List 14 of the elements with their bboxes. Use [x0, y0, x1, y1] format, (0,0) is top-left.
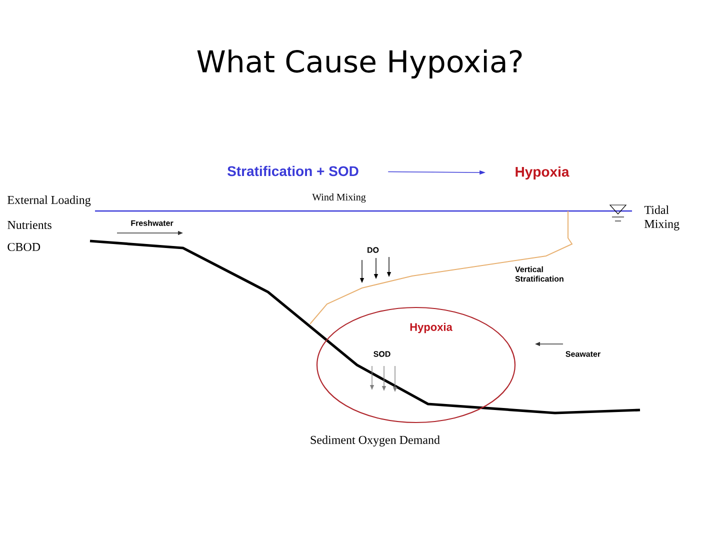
process-label: DO — [368, 247, 379, 253]
process-label: SOD — [374, 351, 390, 357]
side-note: External Loading — [8, 196, 91, 206]
flow-label: Seawater — [566, 351, 600, 357]
heading-text: Stratification + SOD — [227, 166, 358, 176]
result-text: Hypoxia — [516, 166, 570, 180]
surface-label: Wind Mixing — [312, 193, 366, 203]
flow-label: Freshwater — [131, 220, 174, 226]
title: What Cause Hypoxia? — [197, 49, 522, 79]
layer-label: Vertical Stratification — [515, 266, 564, 282]
side-note: Nutrients — [8, 220, 52, 230]
caption-text: Sediment Oxygen Demand — [310, 436, 440, 446]
side-note: CBOD — [8, 242, 40, 252]
side-note: Tidal Mixing — [644, 206, 680, 230]
